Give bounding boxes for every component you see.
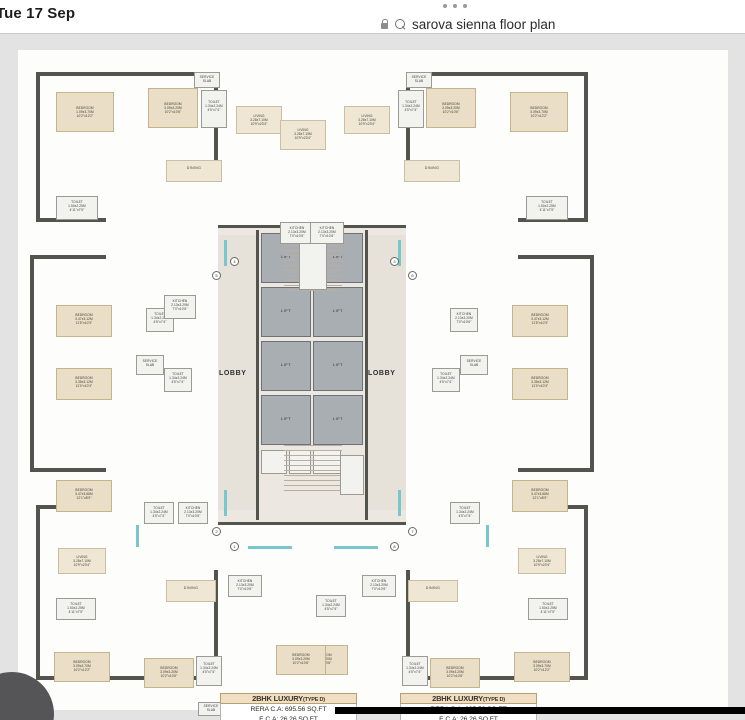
room-label: KITCHEN 2.13x3.20M 7'0"x10'6": [370, 579, 388, 591]
room-label: BEDROOM 3.47x3.12M 11'5"x10'3": [531, 313, 549, 325]
floor-plan-drawing: LIFT LIFT LIFT LIFT LIFT LIFT LIFT LIFT …: [18, 50, 728, 720]
room-label: TOILET 1.50x2.25M 4'11"x7'5": [538, 200, 556, 212]
lobby-label-right: LOBBY: [368, 370, 396, 377]
room-label: SERVICE SLAB: [466, 359, 482, 367]
lift-label: LIFT: [332, 308, 344, 313]
room-label: BEDROOM 3.47x3.12M 11'5"x10'3": [75, 313, 93, 325]
room-label: LIVING 3.28x7.10M 10'9"x23'4": [294, 128, 312, 140]
room-label: SERVICE SLAB: [142, 359, 158, 367]
room-label: BEDROOM 3.35x3.12M 11'0"x10'3": [531, 376, 549, 388]
room-label: TOILET 1.34x2.24M 4'5"x7'4": [322, 599, 340, 611]
room-label: KITCHEN 2.13x3.20M 7'0"x10'6": [184, 506, 202, 518]
tab-overview-dots[interactable]: [443, 4, 467, 8]
room-label: TOILET 1.34x2.24M 4'5"x7'4": [406, 662, 424, 674]
selection-overlay-bar: [335, 707, 745, 714]
room-label: DINING: [186, 166, 202, 170]
room-label: DINING: [425, 586, 441, 590]
caption-title: 2BHK LUXURY(TYPE D): [220, 693, 357, 704]
room-label: TOILET 1.34x2.24M 4'5"x7'4": [150, 506, 168, 518]
unit-marker[interactable]: 6: [408, 271, 417, 280]
status-date: Tue 17 Sep: [0, 5, 76, 22]
lift-label: LIFT: [332, 416, 344, 421]
room-label: LIVING 3.28x7.10M 10'9"x23'4": [73, 555, 91, 567]
room-label: BEDROOM 3.09x3.20M 10'2"x10'6": [160, 666, 178, 678]
room-label: TOILET 1.50x2.25M 4'11"x7'5": [539, 602, 557, 614]
room-label: BEDROOM 3.47x3.66M 12'1"x8'9": [531, 488, 549, 500]
unit-marker[interactable]: 2: [212, 527, 221, 536]
room-label: TOILET 1.50x2.25M 4'11"x7'5": [68, 200, 86, 212]
unit-marker[interactable]: 7: [408, 527, 417, 536]
room-label: BEDROOM 3.09x3.20M 10'2"x10'6": [446, 666, 464, 678]
lock-icon: [380, 19, 389, 30]
room-label: TOILET 1.34x2.24M 4'5"x7'4": [151, 312, 169, 324]
room-label: TOILET 1.34x2.24M 4'5"x7'4": [456, 506, 474, 518]
room-label: DINING: [424, 166, 440, 170]
room-label: BEDROOM 3.09x3.70M 10'2"x12'2": [533, 660, 551, 672]
unit-marker[interactable]: 4: [230, 257, 239, 266]
status-bar: Tue 17 Sep sarova sienna floor plan: [0, 0, 745, 33]
room-label: KITCHEN 2.13x3.20M 7'0"x10'6": [455, 312, 473, 324]
room-label: KITCHEN 2.13x3.20M 7'0"x10'6": [288, 226, 306, 238]
room-label: DINING: [183, 586, 199, 590]
room-label: BEDROOM 3.09x3.20M 10'2"x10'6": [292, 653, 310, 665]
room-label: LIVING 3.28x7.10M 10'9"x23'4": [533, 555, 551, 567]
room-label: BEDROOM 3.09x3.70M 10'2"x12'2": [73, 660, 91, 672]
search-input[interactable]: sarova sienna floor plan: [412, 17, 556, 32]
search-icon: [395, 19, 406, 30]
room-label: SERVICE SLAB: [199, 75, 215, 83]
lift-label: LIFT: [332, 362, 344, 367]
room-label: TOILET 1.34x2.24M 4'5"x7'4": [200, 662, 218, 674]
room-label: BEDROOM 1.09x3.70M 10'2"x12'2": [76, 106, 94, 118]
lift-label: LIFT: [280, 254, 292, 259]
room-label: SERVICE SLAB: [411, 75, 427, 83]
unit-marker[interactable]: 5: [212, 271, 221, 280]
room-label: TOILET 1.34x2.24M 4'5"x7'4": [169, 372, 187, 384]
room-label: TOILET 1.34x2.24M 4'5"x7'4": [437, 372, 455, 384]
lift-label: LIFT: [332, 254, 344, 259]
lift-label: LIFT: [280, 308, 292, 313]
floor-plan-image[interactable]: LIFT LIFT LIFT LIFT LIFT LIFT LIFT LIFT …: [18, 50, 728, 720]
room-label: LIVING 3.28x7.10M 10'9"x23'4": [358, 114, 376, 126]
room-label: BEDROOM 3.09x3.20M 10'2"x10'6": [442, 102, 460, 114]
staircase-lower: [284, 445, 342, 495]
lobby-label-left: LOBBY: [219, 370, 247, 377]
lift-label: LIFT: [280, 362, 292, 367]
room-label: TOILET 1.34x2.24M 4'5"x7'4": [402, 100, 420, 112]
room-label: TOILET 1.50x2.25M 4'11"x7'5": [67, 602, 85, 614]
room-label: BEDROOM 3.35x3.12M 11'0"x10'3": [75, 376, 93, 388]
tab-dot: [453, 4, 457, 8]
room-label: KITCHEN 2.13x3.20M 7'0"x10'6": [236, 579, 254, 591]
unit-marker[interactable]: 1: [230, 542, 239, 551]
tab-dot: [443, 4, 447, 8]
room-label: BEDROOM 3.47x3.66M 12'1"x8'9": [75, 488, 93, 500]
address-search-bar[interactable]: sarova sienna floor plan: [380, 17, 555, 32]
room-label: SERVICE SLAB: [203, 704, 219, 712]
room-label: KITCHEN 2.13x3.20M 7'0"x10'6": [171, 299, 189, 311]
room-label: TOILET 1.34x2.24M 4'5"x7'4": [205, 100, 223, 112]
room-label: BEDROOM 3.09x3.20M 10'2"x10'6": [164, 102, 182, 114]
lift-label: LIFT: [280, 416, 292, 421]
web-page-content[interactable]: LIFT LIFT LIFT LIFT LIFT LIFT LIFT LIFT …: [0, 34, 745, 720]
tab-dot: [463, 4, 467, 8]
header-divider: [0, 33, 745, 34]
room-label: BEDROOM 3.09x3.70M 10'2"x12'2": [530, 106, 548, 118]
room-label: KITCHEN 2.13x3.20M 7'0"x10'6": [318, 226, 336, 238]
unit-marker[interactable]: 8: [390, 542, 399, 551]
unit-marker[interactable]: 3: [390, 257, 399, 266]
caption-title: 2BHK LUXURY(TYPE D): [400, 693, 537, 704]
room-label: LIVING 3.28x7.10M 10'9"x23'4": [250, 114, 268, 126]
